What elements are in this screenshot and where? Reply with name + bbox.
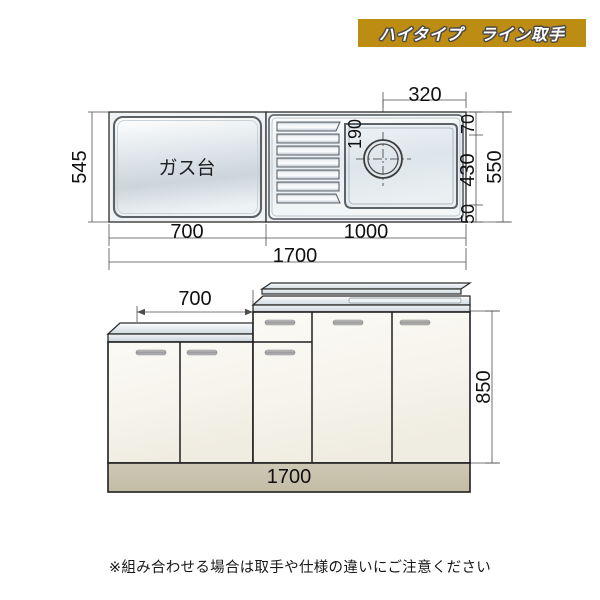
dim-bottom-50: 50 <box>458 204 478 224</box>
gas-stove-top: ガス台 <box>108 111 267 223</box>
handle-door-1[interactable] <box>135 349 167 356</box>
dim-depth-545: 545 <box>69 150 91 183</box>
handle-door-3[interactable] <box>264 349 296 356</box>
sink-counter-assembly <box>260 282 472 295</box>
dim-elevation-width-1700: 1700 <box>267 466 312 488</box>
dim-height-850: 850 <box>473 370 495 403</box>
dim-drain-y-190: 190 <box>345 119 365 149</box>
dim-overall-width-1700: 1700 <box>273 245 318 267</box>
kick-plate <box>107 462 471 493</box>
product-type-banner: ハイタイプ ライン取手 <box>358 19 586 47</box>
plan-view-group: ガス台 <box>69 84 512 270</box>
handle-door-5[interactable] <box>399 319 431 326</box>
stove-label: ガス台 <box>158 157 215 179</box>
dim-sink-width-1000: 1000 <box>344 221 389 243</box>
footer-caution-note: ※組み合わせる場合は取手や仕様の違いにご注意ください <box>108 560 492 576</box>
drain-hole <box>356 132 411 186</box>
elevation-view-group: 700 850 1700 <box>106 282 500 493</box>
handle-door-4[interactable] <box>332 319 364 326</box>
stove-section-counter <box>106 322 254 343</box>
faucet-ledge-slot <box>348 297 462 304</box>
dim-inner-430: 430 <box>457 153 479 186</box>
dim-sink-depth-550: 550 <box>484 150 506 183</box>
product-type-banner-label: ハイタイプ ライン取手 <box>378 25 566 44</box>
sink-section-counter <box>251 295 471 313</box>
drainboard-grooves <box>276 121 341 204</box>
dim-left-section-700: 700 <box>178 288 211 310</box>
handle-door-2[interactable] <box>186 349 218 356</box>
cabinet-body <box>107 311 471 493</box>
dim-stove-width-700: 700 <box>170 221 203 243</box>
handle-drawer[interactable] <box>264 319 296 326</box>
sink-top <box>265 111 467 223</box>
door-handles <box>135 319 431 356</box>
dim-top-70: 70 <box>458 114 478 134</box>
dim-drain-x-320: 320 <box>408 84 441 106</box>
